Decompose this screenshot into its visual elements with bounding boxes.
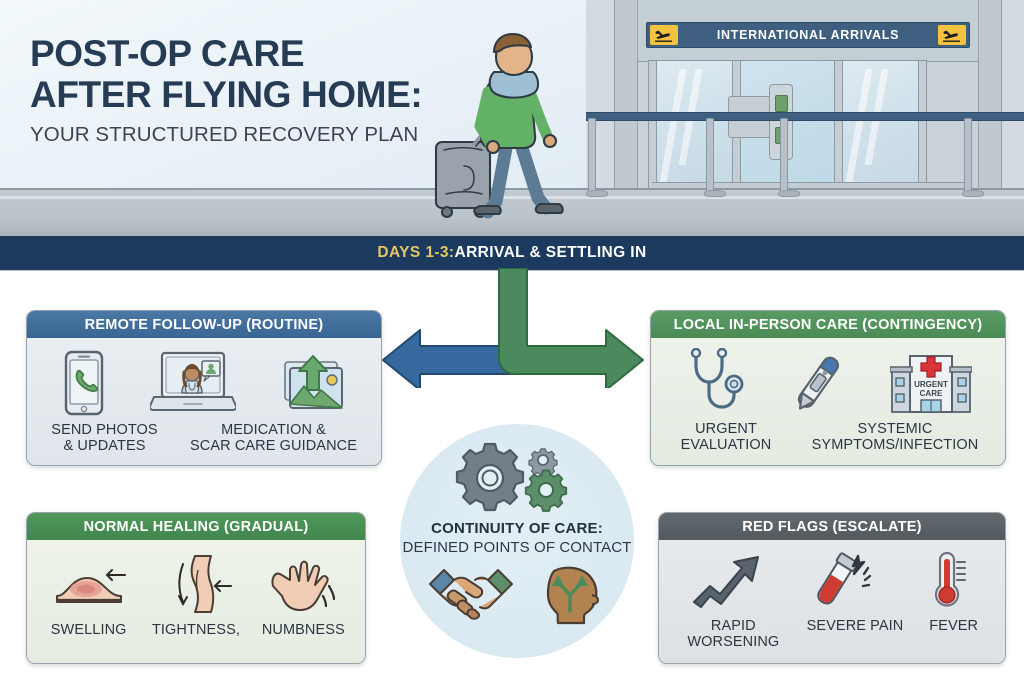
urgent-care-sign-line1: URGENT: [914, 380, 948, 389]
door-frame: [918, 60, 927, 196]
swelling-icon: [56, 569, 126, 603]
card-normal-healing[interactable]: NORMAL HEALING (GRADUAL): [26, 512, 366, 664]
days-phase-key: DAYS 1-3:: [377, 244, 455, 261]
photo-upload-icon: [284, 355, 344, 409]
gears-cluster-icon: [455, 442, 568, 512]
arrivals-sign-label: INTERNATIONAL ARRIVALS: [716, 28, 900, 42]
stanchion: [778, 118, 800, 197]
terminal-column-left: [614, 0, 638, 200]
door-frame: [834, 60, 843, 196]
floor-highlight: [0, 196, 1024, 199]
redflags-item-label-2: FEVER: [929, 618, 979, 634]
card-remote-follow-up-title: REMOTE FOLLOW-UP (ROUTINE): [27, 311, 381, 338]
normal-item-label-0: SWELLING: [50, 622, 127, 638]
glass-door-right: [838, 60, 924, 196]
page-title-line2: AFTER FLYING HOME:: [30, 73, 423, 115]
days-phase-banner: DAYS 1-3: ARRIVAL & SETTLING IN: [0, 236, 1024, 270]
redflags-item-label-0: RAPID WORSENING: [687, 618, 780, 650]
remote-item-label-2: MEDICATION & SCAR CARE GUIDANCE: [190, 422, 357, 454]
thermometer-fever-icon: [934, 552, 966, 607]
laptop-video-consult-icon: [149, 351, 236, 411]
stethoscope-icon: [690, 348, 744, 409]
head-decision-pathway-icon: [546, 566, 600, 625]
queue-belt: [586, 112, 1024, 121]
card-red-flags-title: RED FLAGS (ESCALATE): [659, 513, 1005, 540]
normal-item-label-1: TIGHTNESS,: [151, 622, 240, 638]
urgent-care-building-icon: URGENT CARE: [890, 355, 973, 413]
page-subtitle: YOUR STRUCTURED RECOVERY PLAN: [30, 123, 419, 147]
card-red-flags-body: RAPID WORSENING SEVERE PAIN FEVER: [659, 540, 1005, 663]
tightness-icon: [178, 555, 232, 613]
airplane-landing-icon: [938, 25, 966, 45]
handshake-icon: [429, 569, 513, 620]
card-local-in-person-care-title: LOCAL IN-PERSON CARE (CONTINGENCY): [651, 311, 1005, 338]
arrow-right-to-local-in-person-care: [498, 268, 644, 388]
card-local-in-person-care-body: URGENT CARE URGENT EVALUATION SYSTEMIC S…: [651, 338, 1005, 465]
local-item-label-2: SYSTEMIC SYMPTOMS/INFECTION: [811, 421, 979, 453]
normal-item-label-2: NUMBNESS: [261, 622, 345, 638]
glass-door-left: [652, 60, 738, 196]
continuity-of-care-subtitle: DEFINED POINTS OF CONTACT: [402, 539, 632, 556]
stanchion: [586, 118, 608, 197]
numbness-hand-icon: [271, 560, 336, 611]
airplane-landing-icon: [650, 25, 678, 45]
scanner-indicator-icon: [775, 95, 788, 112]
card-local-in-person-care[interactable]: LOCAL IN-PERSON CARE (CONTINGENCY): [650, 310, 1006, 466]
hero-scene: INTERNATIONAL ARRIVALS: [0, 0, 1024, 236]
continuity-of-care-hub: CONTINUITY OF CARE: DEFINED POINTS OF CO…: [400, 424, 634, 658]
card-red-flags[interactable]: RED FLAGS (ESCALATE): [658, 512, 1006, 664]
stanchion: [962, 118, 984, 197]
stanchion: [704, 118, 726, 197]
remote-item-label-0: SEND PHOTOS & UPDATES: [51, 422, 158, 454]
continuity-of-care-title: CONTINUITY OF CARE:: [431, 520, 603, 537]
redflags-item-label-1: SEVERE PAIN: [806, 618, 904, 634]
branching-connector: [382, 268, 644, 388]
thermometer-digital-icon: [797, 356, 839, 410]
continuity-of-care-icons: [428, 565, 606, 625]
card-normal-healing-body: SWELLING TIGHTNESS, NUMBNESS: [27, 540, 365, 663]
page-title-block: POST-OP CARE AFTER FLYING HOME: YOUR STR…: [30, 33, 510, 147]
days-phase-value: ARRIVAL & SETTLING IN: [454, 244, 647, 261]
smartphone-phone-icon: [64, 350, 103, 416]
glass-reflection: [658, 69, 687, 189]
terminal-column-right: [978, 0, 1002, 200]
card-remote-follow-up-body: SEND PHOTOS & UPDATES MEDICATION & SCAR …: [27, 338, 381, 465]
page-title-line1: POST-OP CARE: [30, 33, 305, 74]
airport-terminal-illustration: INTERNATIONAL ARRIVALS: [586, 0, 1024, 200]
local-item-label-0: URGENT EVALUATION: [680, 421, 772, 453]
terminal-glass-doors: [648, 60, 964, 196]
glass-reflection: [844, 69, 873, 189]
door-frame: [648, 60, 657, 196]
traveler-with-suitcase-icon: [434, 32, 564, 219]
terminal-floor: [0, 188, 1024, 236]
card-normal-healing-title: NORMAL HEALING (GRADUAL): [27, 513, 365, 540]
rising-arrow-icon: [693, 556, 759, 608]
blood-vial-pain-icon: [817, 552, 872, 605]
card-remote-follow-up[interactable]: REMOTE FOLLOW-UP (ROUTINE): [26, 310, 382, 466]
urgent-care-sign-line2: CARE: [920, 389, 943, 398]
international-arrivals-sign: INTERNATIONAL ARRIVALS: [646, 22, 970, 48]
